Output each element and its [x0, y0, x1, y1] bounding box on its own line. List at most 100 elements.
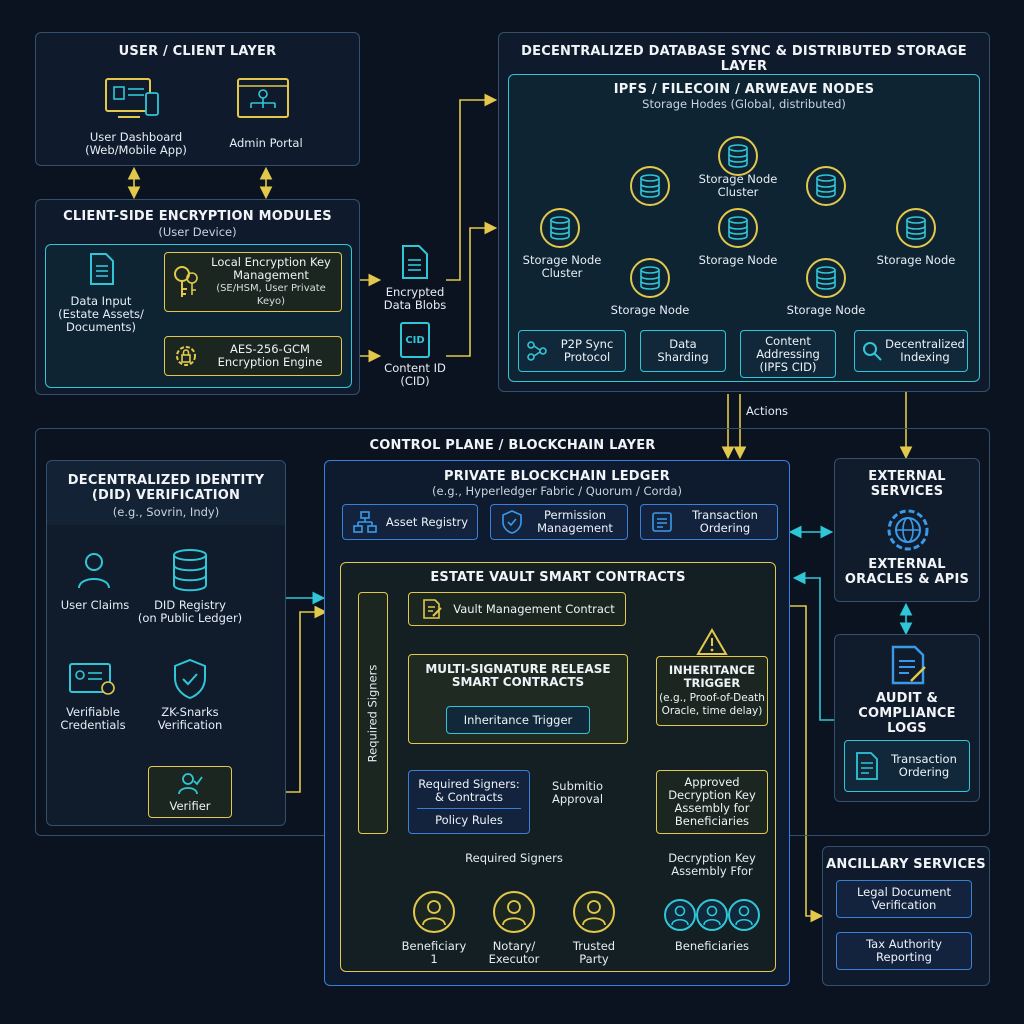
dashboard-icon — [105, 78, 159, 118]
required-signers-vertical-label: Required Signers — [365, 664, 380, 762]
transaction-ordering-box: Transaction Ordering — [640, 504, 778, 540]
globe-gear-icon — [887, 509, 929, 551]
panel-subtitle: (e.g., Hyperledger Fabric / Quorum / Cor… — [432, 484, 682, 498]
storage-node-icon — [717, 207, 759, 249]
user-icon — [78, 553, 110, 589]
inheritance-trigger-title: INHERITANCE TRIGGER — [668, 663, 756, 690]
beneficiary-group-icon — [663, 898, 697, 932]
connector — [446, 221, 498, 357]
search-icon — [863, 342, 882, 361]
permission-management-label: Permission Management — [537, 508, 613, 535]
node-label: Storage Node — [786, 303, 866, 317]
node-label: Storage Node — [610, 303, 690, 317]
submit-approval-label: Submitio Approval — [552, 779, 604, 806]
encrypted-blob-icon — [402, 245, 428, 279]
panel-title: DECENTRALIZED IDENTITY (DID) VERIFICATIO… — [67, 473, 265, 503]
content-addressing-box: Content Addressing (IPFS CID) — [740, 330, 836, 378]
audit-transaction-label: Transaction Ordering — [891, 752, 957, 779]
node-label: Storage Node — [698, 253, 778, 267]
data-input-label: Data Input (Estate Assets/ Documents) — [58, 294, 144, 334]
beneficiaries-label: Beneficiaries — [674, 939, 750, 953]
external-services-panel: EXTERNAL SERVICES EXTERNAL ORACLES & API… — [834, 458, 980, 602]
party-label: Beneficiary 1 — [401, 939, 467, 966]
content-id-label: Content ID (CID) — [384, 361, 446, 388]
panel-title: ESTATE VAULT SMART CONTRACTS — [430, 570, 686, 585]
aes-engine-label: AES-256-GCM Encryption Engine — [217, 342, 323, 369]
hierarchy-icon — [353, 511, 377, 533]
p2p-sync-box: P2P Sync Protocol — [518, 330, 626, 372]
user-claims-label: User Claims — [60, 598, 130, 612]
data-sharding-box: Data Sharding — [640, 330, 726, 372]
key-management-label: Local Encryption Key Management — [211, 255, 331, 282]
storage-node-icon — [539, 207, 581, 249]
zk-verification-label: ZK-Snarks Verification — [157, 705, 223, 732]
node-label: Storage Node Cluster — [698, 172, 778, 199]
panel-title: CLIENT-SIDE ENCRYPTION MODULES — [63, 209, 332, 224]
encrypted-blobs-label: Encrypted Data Blobs — [383, 285, 447, 312]
user-dashboard-label: User Dashboard (Web/Mobile App) — [85, 130, 187, 157]
verifier-user-icon — [178, 772, 203, 794]
external-oracles-label: EXTERNAL ORACLES & APIS — [844, 557, 970, 587]
admin-portal-label: Admin Portal — [229, 136, 303, 150]
shield-check-icon — [174, 658, 206, 700]
document-icon — [90, 253, 114, 285]
feature-label: Decentralized Indexing — [885, 337, 965, 364]
audit-transaction-box: Transaction Ordering — [844, 740, 970, 792]
contract-edit-icon — [423, 599, 442, 619]
beneficiary-avatar-icon — [412, 890, 456, 934]
panel-title: EXTERNAL SERVICES — [868, 469, 946, 499]
feature-label: P2P Sync Protocol — [560, 337, 614, 364]
panel-title: USER / CLIENT LAYER — [118, 44, 277, 59]
notary-avatar-icon — [492, 890, 536, 934]
admin-portal-icon — [237, 78, 289, 118]
shield-icon — [502, 510, 522, 534]
panel-subtitle: (User Device) — [158, 225, 237, 239]
key-management-sub: (SE/HSM, User Private Keyo) — [216, 283, 326, 307]
storage-node-icon — [629, 257, 671, 299]
did-registry-label: DID Registry (on Public Ledger) — [137, 598, 243, 625]
required-signers-label: Required Signers — [465, 851, 563, 865]
beneficiary-group-icon — [695, 898, 729, 932]
node-label: Storage Node Cluster — [522, 253, 602, 280]
permission-management-box: Permission Management — [490, 504, 628, 540]
audit-document-icon — [891, 645, 926, 685]
user-client-layer-panel: USER / CLIENT LAYER User Dashboard (Web/… — [35, 32, 360, 166]
beneficiary-group-icon — [727, 898, 761, 932]
vault-management-box: Vault Management Contract — [408, 592, 626, 626]
key-management-box: Local Encryption Key Management (SE/HSM,… — [164, 252, 342, 312]
inheritance-trigger-panel: INHERITANCE TRIGGER (e.g., Proof-of-Deat… — [656, 656, 768, 726]
panel-title: CONTROL PLANE / BLOCKCHAIN LAYER — [369, 438, 656, 453]
warning-icon — [696, 628, 728, 655]
actions-label: Actions — [746, 404, 789, 418]
storage-node-icon — [895, 207, 937, 249]
inheritance-trigger-box: Inheritance Trigger — [446, 706, 590, 734]
aes-engine-box: AES-256-GCM Encryption Engine — [164, 336, 342, 376]
verifier-label: Verifier — [169, 798, 211, 813]
trusted-party-avatar-icon — [572, 890, 616, 934]
transaction-ordering-label: Transaction Ordering — [692, 508, 758, 535]
verifier-box: Verifier — [148, 766, 232, 818]
database-icon — [173, 549, 207, 592]
panel-title: AUDIT & COMPLIANCE LOGS — [858, 691, 956, 736]
asset-registry-box: Asset Registry — [342, 504, 478, 540]
vault-management-label: Vault Management Contract — [453, 601, 615, 616]
cid-icon: CID — [400, 322, 430, 358]
panel-title: ANCILLARY SERVICES — [826, 857, 986, 872]
approved-key-assembly-box: Approved Decryption Key Assembly for Ben… — [656, 770, 768, 834]
policy-rules-label: Policy Rules — [435, 812, 503, 827]
ipfs-title: IPFS / FILECOIN / ARWEAVE NODES — [613, 82, 875, 97]
list-icon — [652, 512, 672, 532]
log-document-icon — [856, 752, 878, 780]
panel-title: PRIVATE BLOCKCHAIN LEDGER — [444, 469, 670, 484]
did-verification-panel: DECENTRALIZED IDENTITY (DID) VERIFICATIO… — [46, 460, 286, 826]
legal-verification-box: Legal Document Verification — [836, 880, 972, 918]
tax-reporting-box: Tax Authority Reporting — [836, 932, 972, 970]
inheritance-trigger-sub: (e.g., Proof-of-Death Oracle, time delay… — [659, 692, 765, 717]
signers-policy-box: Required Signers: & Contracts Policy Rul… — [408, 770, 530, 834]
key-assembly-label: Decryption Key Assembly Ffor — [668, 851, 756, 878]
key-icon — [174, 266, 198, 297]
panel-title: DECENTRALIZED DATABASE SYNC & DISTRIBUTE… — [521, 44, 967, 74]
decentralized-indexing-box: Decentralized Indexing — [854, 330, 968, 372]
storage-node-icon — [805, 165, 847, 207]
